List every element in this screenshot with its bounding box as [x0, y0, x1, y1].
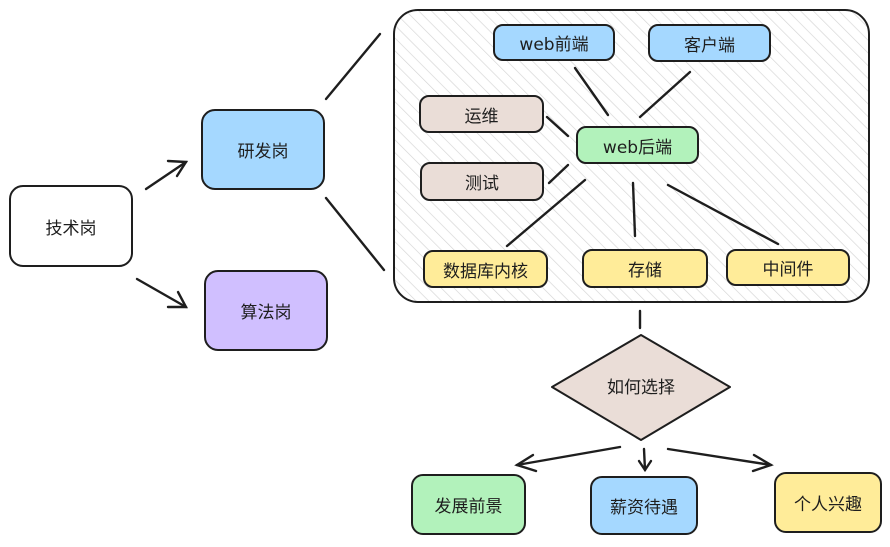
arrowhead-decision-to-interest: [751, 453, 774, 473]
node-salary: 薪资待遇: [590, 476, 698, 535]
node-algo: 算法岗: [204, 270, 328, 351]
node-interest-label: 个人兴趣: [794, 495, 862, 515]
node-tech: 技术岗: [9, 185, 133, 267]
node-test: 测试: [420, 162, 544, 201]
node-interest: 个人兴趣: [774, 472, 882, 533]
line-front-to-back: [573, 66, 610, 117]
line-back-to-middleware: [666, 183, 780, 246]
arrowhead-decision-to-salary: [637, 459, 653, 473]
node-tech-label: 技术岗: [45, 218, 97, 239]
line-rd-to-group-top: [324, 32, 382, 101]
node-client: 客户端: [648, 24, 771, 62]
node-web-back: web后端: [576, 126, 699, 164]
arrowhead-tech-to-algo: [166, 290, 188, 309]
node-db-kernel: 数据库内核: [423, 250, 548, 288]
node-middleware: 中间件: [726, 249, 850, 286]
node-storage-label: 存储: [628, 261, 662, 281]
node-ops-label: 运维: [464, 106, 499, 127]
arrow-decision-to-interest: [666, 447, 773, 467]
line-client-to-back: [638, 70, 692, 119]
node-test-label: 测试: [465, 174, 499, 194]
arrow-decision-to-salary: [642, 447, 647, 472]
arrow-decision-to-prospect: [515, 445, 622, 467]
node-middleware-label: 中间件: [762, 260, 814, 280]
node-db-kernel-label: 数据库内核: [443, 261, 528, 282]
arrow-tech-to-rd: [144, 160, 188, 191]
node-prospect-label: 发展前景: [434, 497, 503, 517]
node-web-front: web前端: [493, 24, 615, 61]
node-prospect: 发展前景: [411, 474, 526, 535]
node-web-front-label: web前端: [519, 35, 589, 55]
node-salary-label: 薪资待遇: [610, 498, 678, 518]
node-rd-label: 研发岗: [237, 142, 289, 162]
decision-diamond: [551, 334, 731, 441]
line-test-to-back: [547, 163, 570, 185]
line-back-to-db: [505, 178, 587, 248]
arrowhead-decision-to-prospect: [514, 453, 538, 473]
line-ops-to-back: [545, 115, 570, 138]
node-storage: 存储: [582, 249, 708, 288]
line-rd-to-group-bottom: [324, 196, 386, 272]
node-web-back-label: web后端: [602, 137, 673, 158]
node-client-label: 客户端: [684, 35, 735, 56]
decision-label: 如何选择: [607, 378, 675, 398]
arrowhead-tech-to-rd: [166, 159, 189, 178]
node-algo-label: 算法岗: [240, 303, 292, 323]
node-rd: 研发岗: [201, 109, 325, 190]
arrow-tech-to-algo: [135, 277, 188, 309]
line-back-to-storage: [631, 181, 637, 238]
node-ops: 运维: [419, 95, 544, 133]
